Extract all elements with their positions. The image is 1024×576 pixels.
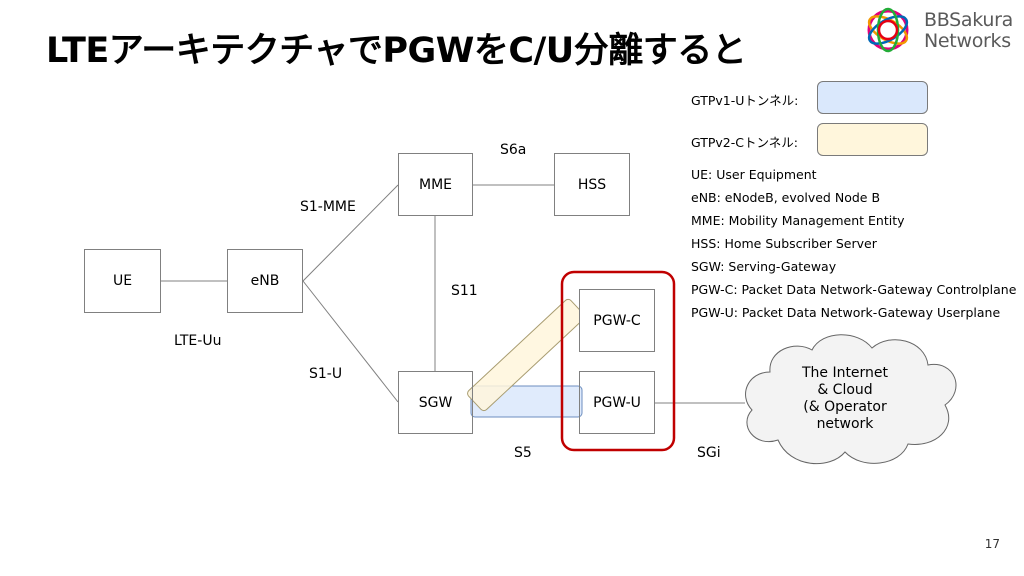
internet-cloud-label: The Internet & Cloud (& Operator network [801, 365, 889, 432]
legend-abbr-pgwu: PGW-U: Packet Data Network-Gateway Userp… [691, 305, 1001, 320]
bbsakura-logo-icon [867, 7, 909, 53]
node-sgw: SGW [398, 371, 473, 434]
logo-text-line1: BBSakura [924, 9, 1013, 31]
logo-text-line2: Networks [924, 30, 1011, 52]
legend-gtpv1-swatch [817, 81, 928, 114]
node-enb: eNB [227, 249, 303, 313]
legend-gtpv1-label: GTPv1-Uトンネル: [691, 93, 799, 108]
link-enb-sgw [302, 280, 399, 403]
page-number: 17 [984, 537, 1000, 551]
legend-abbr-pgwc: PGW-C: Packet Data Network-Gateway Contr… [691, 282, 1017, 297]
label-s11: S11 [451, 283, 478, 299]
link-enb-mme [302, 184, 399, 282]
legend-abbr-ue: UE: User Equipment [691, 167, 817, 182]
gtpv2-tunnel [467, 298, 585, 412]
label-s1-mme: S1-MME [300, 199, 356, 215]
legend-abbr-hss: HSS: Home Subscriber Server [691, 236, 877, 251]
label-s1-u: S1-U [309, 366, 343, 382]
node-pgw-c: PGW-C [579, 289, 655, 352]
label-sgi: SGi [697, 445, 721, 461]
legend-abbr-enb: eNB: eNodeB, evolved Node B [691, 190, 881, 205]
node-ue: UE [84, 249, 161, 313]
label-s5: S5 [514, 445, 532, 461]
page-title: LTEアーキテクチャでPGWをC/U分離すると [46, 31, 747, 71]
node-hss: HSS [554, 153, 630, 216]
legend-abbr-sgw: SGW: Serving-Gateway [691, 259, 837, 274]
pgw-highlight-box [560, 270, 676, 452]
legend-gtpv2-swatch [817, 123, 928, 156]
node-pgw-u: PGW-U [579, 371, 655, 434]
label-lte-uu: LTE-Uu [174, 333, 222, 349]
node-mme: MME [398, 153, 473, 216]
label-s6a: S6a [500, 142, 527, 158]
legend-abbr-mme: MME: Mobility Management Entity [691, 213, 905, 228]
internet-cloud-icon [745, 334, 957, 465]
legend-gtpv2-label: GTPv2-Cトンネル: [691, 135, 798, 150]
